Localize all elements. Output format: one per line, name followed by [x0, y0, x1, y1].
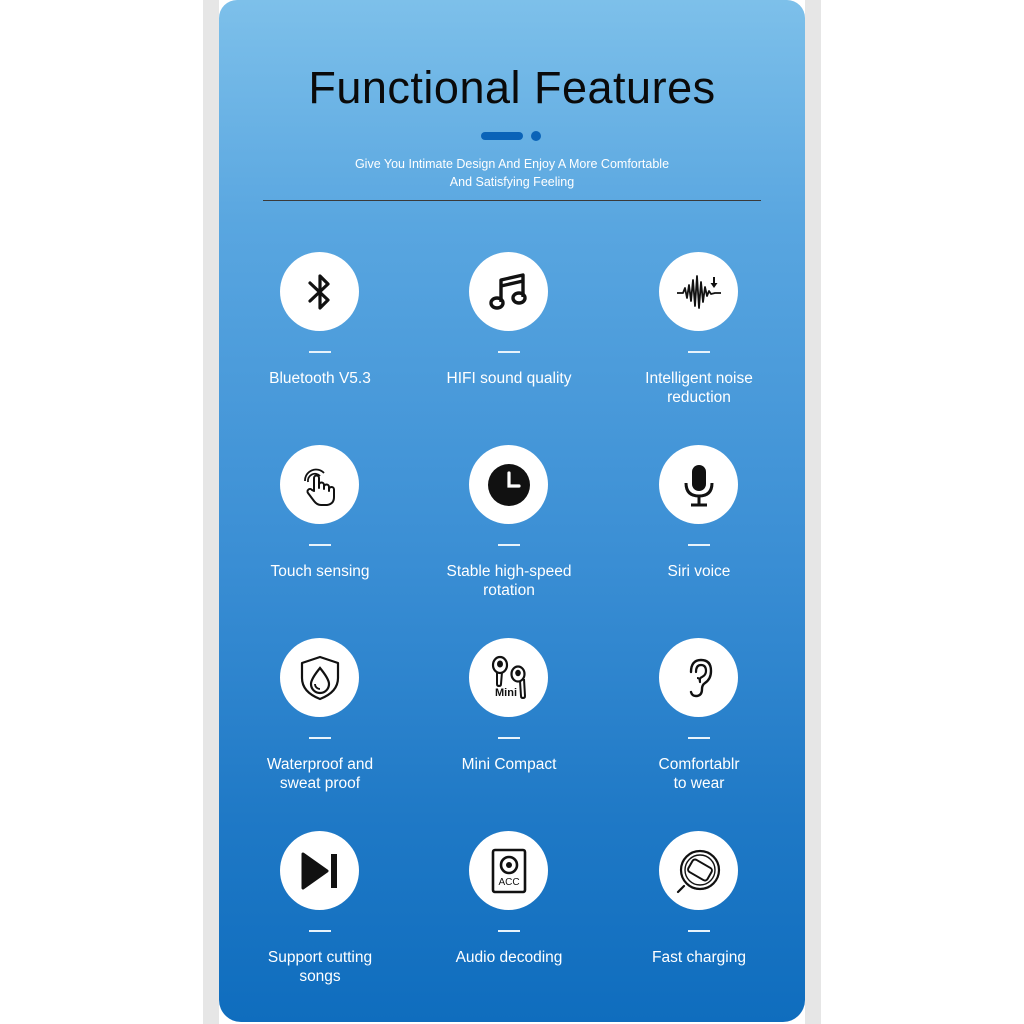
feature-dash — [498, 544, 520, 546]
subtitle-text: Give You Intimate Design And Enjoy A Mor… — [354, 157, 670, 189]
feature-dash — [688, 737, 710, 739]
ear-icon — [659, 638, 738, 717]
bluetooth-icon — [280, 252, 359, 331]
accent-bar — [481, 132, 523, 140]
feature-label: Audio decoding — [455, 949, 563, 966]
mini-earbuds-icon: Mini — [469, 638, 548, 717]
feature-dash — [688, 351, 710, 353]
mini-icon-text: Mini — [495, 687, 517, 699]
feature-dash — [309, 930, 331, 932]
feature-dash — [309, 351, 331, 353]
speaker-acc-icon: ACC — [469, 831, 548, 910]
skip-next-icon — [280, 831, 359, 910]
feature-label: Stable high-speed rotation — [446, 563, 572, 599]
feature-label: Fast charging — [652, 949, 746, 966]
feature-label: Intelligent noise reduction — [645, 370, 753, 406]
accent-dot — [531, 131, 541, 141]
feature-label: Touch sensing — [270, 563, 370, 580]
features-card: Functional Features Give You Intimate De… — [219, 0, 805, 1022]
wireless-charging-icon — [659, 831, 738, 910]
left-side-bar — [203, 0, 219, 1024]
feature-dash — [688, 544, 710, 546]
feature-dash — [688, 930, 710, 932]
feature-label: Bluetooth V5.3 — [269, 370, 371, 387]
divider — [263, 200, 761, 201]
acc-icon-text: ACC — [498, 877, 519, 888]
feature-label: Comfortablr to wear — [658, 756, 740, 792]
microphone-icon — [659, 445, 738, 524]
clock-icon — [469, 445, 548, 524]
water-shield-icon — [280, 638, 359, 717]
feature-dash — [498, 930, 520, 932]
touch-hand-icon — [280, 445, 359, 524]
music-note-icon — [469, 252, 548, 331]
feature-label: Siri voice — [667, 563, 731, 580]
feature-dash — [309, 737, 331, 739]
feature-label: HIFI sound quality — [446, 370, 572, 387]
noise-reduction-waveform-icon — [659, 252, 738, 331]
right-side-bar — [805, 0, 821, 1024]
feature-label: Waterproof and sweat proof — [266, 756, 374, 792]
feature-dash — [498, 351, 520, 353]
page-title: Functional Features — [308, 62, 716, 113]
feature-label: Mini Compact — [461, 756, 557, 773]
feature-dash — [498, 737, 520, 739]
feature-dash — [309, 544, 331, 546]
feature-label: Support cutting songs — [267, 949, 373, 985]
page-subtitle: Give You Intimate Design And Enjoy A Mor… — [219, 155, 805, 191]
